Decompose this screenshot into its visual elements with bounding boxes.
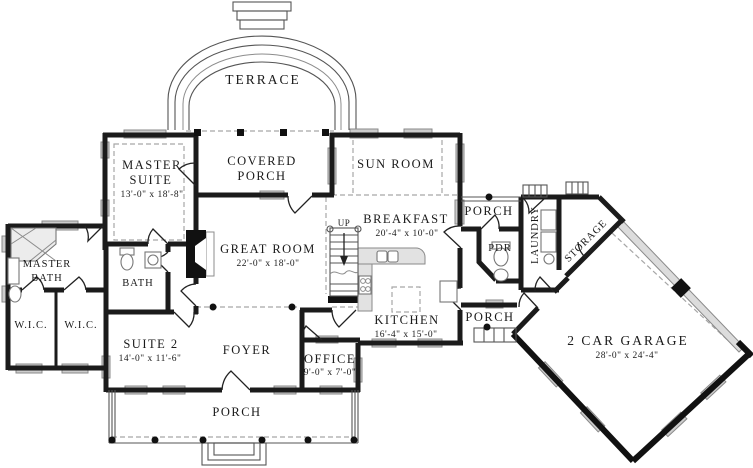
room-label-master-bath-2: BATH: [31, 273, 62, 284]
room-label-master-bath-1: MASTER: [23, 259, 72, 270]
room-label-wic-left: W.I.C.: [14, 320, 47, 331]
room-label-bath: BATH: [122, 278, 153, 289]
room-label-office: OFFICE: [304, 352, 356, 366]
master-bath-counter: [7, 257, 20, 285]
room-label-laundry: LAUNDRY: [530, 206, 541, 264]
terrace-structure: [167, 1, 357, 130]
kitchen-counters: [357, 247, 458, 312]
dims-garage: 28'-0" x 24'-4": [595, 351, 658, 361]
bath-sink: [147, 254, 159, 266]
room-label-great-room: GREAT ROOM: [220, 242, 316, 256]
dims-breakfast: 20'-4" x 10'-0": [375, 229, 438, 239]
room-label-porch-upper: PORCH: [464, 204, 513, 218]
dashed-lines: [112, 130, 735, 438]
doors: [21, 162, 601, 391]
bath-toilet: [120, 253, 134, 271]
room-label-sun-room: SUN ROOM: [357, 157, 435, 171]
dims-great-room: 22'-0" x 18'-0": [236, 259, 299, 269]
room-label-suite2: SUITE 2: [123, 337, 178, 351]
room-label-garage: 2 CAR GARAGE: [567, 333, 689, 348]
room-label-master-suite-2: SUITE: [130, 173, 173, 187]
master-bath-toilet: [8, 285, 22, 303]
garage-door-post: [671, 278, 691, 298]
room-label-terrace: TERRACE: [225, 72, 301, 87]
stairs: [326, 225, 362, 297]
room-label-pdr: PDR: [488, 243, 511, 254]
fireplace: [186, 230, 215, 278]
room-label-wic-right: W.I.C.: [64, 320, 97, 331]
laundry-dryer: [540, 231, 557, 253]
pdr-toilet: [493, 247, 509, 267]
room-label-foyer: FOYER: [223, 343, 271, 357]
walls: [5, 132, 599, 393]
room-label-covered-porch-1: COVERED: [227, 154, 297, 168]
kitchen-fridge: [439, 280, 458, 303]
room-label-porch-front: PORCH: [212, 405, 261, 419]
columns: [108, 129, 493, 444]
room-label-breakfast: BREAKFAST: [363, 212, 449, 226]
stair-base-wall: [328, 296, 360, 303]
room-label-master-suite-1: MASTER: [122, 158, 182, 172]
laundry-sink: [543, 253, 555, 265]
dims-office: 9'-0" x 7'-0": [304, 368, 357, 378]
shower: [10, 227, 57, 262]
room-label-kitchen: KITCHEN: [374, 313, 439, 327]
laundry-washer: [540, 209, 557, 231]
room-label-covered-porch-2: PORCH: [237, 169, 286, 183]
labels: TERRACE COVERED PORCH MASTER SUITE 13'-0…: [14, 72, 689, 419]
dims-kitchen: 16'-4" x 15'-0": [374, 330, 437, 340]
room-label-porch-lower: PORCH: [465, 310, 514, 324]
pdr-sink: [493, 268, 509, 282]
stairs-arrow: [340, 256, 348, 266]
garage-walls: [510, 195, 753, 464]
dims-suite2: 14'-0" x 11'-6": [119, 354, 182, 364]
label-up: UP: [338, 218, 351, 228]
dims-master-suite: 13'-0" x 18'-8": [120, 190, 183, 200]
fixtures: [7, 209, 557, 312]
